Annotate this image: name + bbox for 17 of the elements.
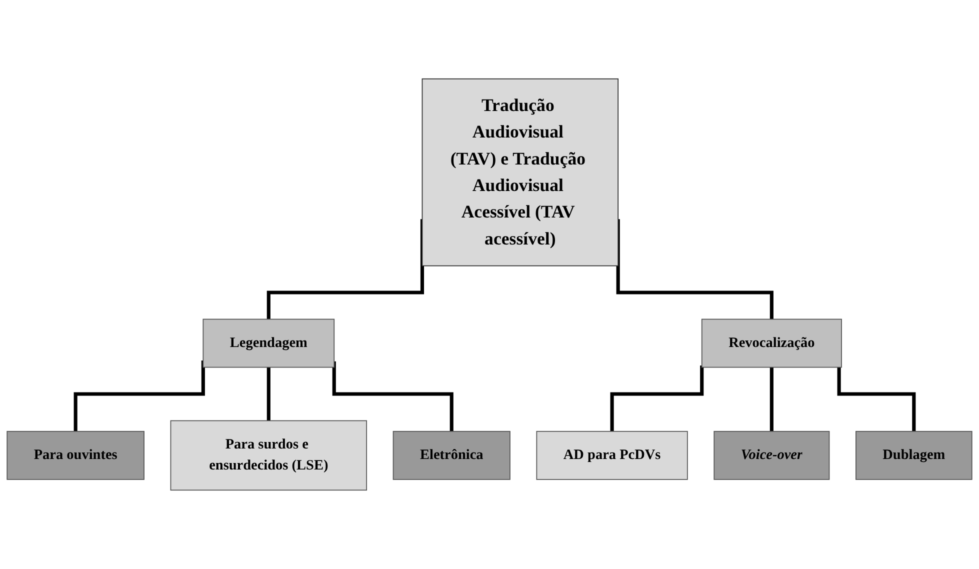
connector xyxy=(74,360,205,434)
connector xyxy=(770,367,774,434)
node-box: Tradução Audiovisual (TAV) e Tradução Audiovisual Acessível (TAV acessível) xyxy=(422,78,619,266)
connector xyxy=(266,367,270,422)
connector xyxy=(266,219,424,321)
node-box: Revocalização xyxy=(701,318,842,368)
node-box: Dublagem xyxy=(856,430,972,480)
connector xyxy=(332,361,454,434)
node-box: Voice-over xyxy=(714,430,830,480)
node-box: AD para PcDVs xyxy=(536,430,688,480)
node-box: Eletrônica xyxy=(392,430,510,480)
connector xyxy=(616,219,774,321)
connector xyxy=(610,365,704,434)
node-box: Para ouvintes xyxy=(6,430,144,480)
node-box: Para surdos e ensurdecidos (LSE) xyxy=(170,420,368,491)
node-box: Legendagem xyxy=(202,318,335,368)
connector xyxy=(837,367,916,434)
